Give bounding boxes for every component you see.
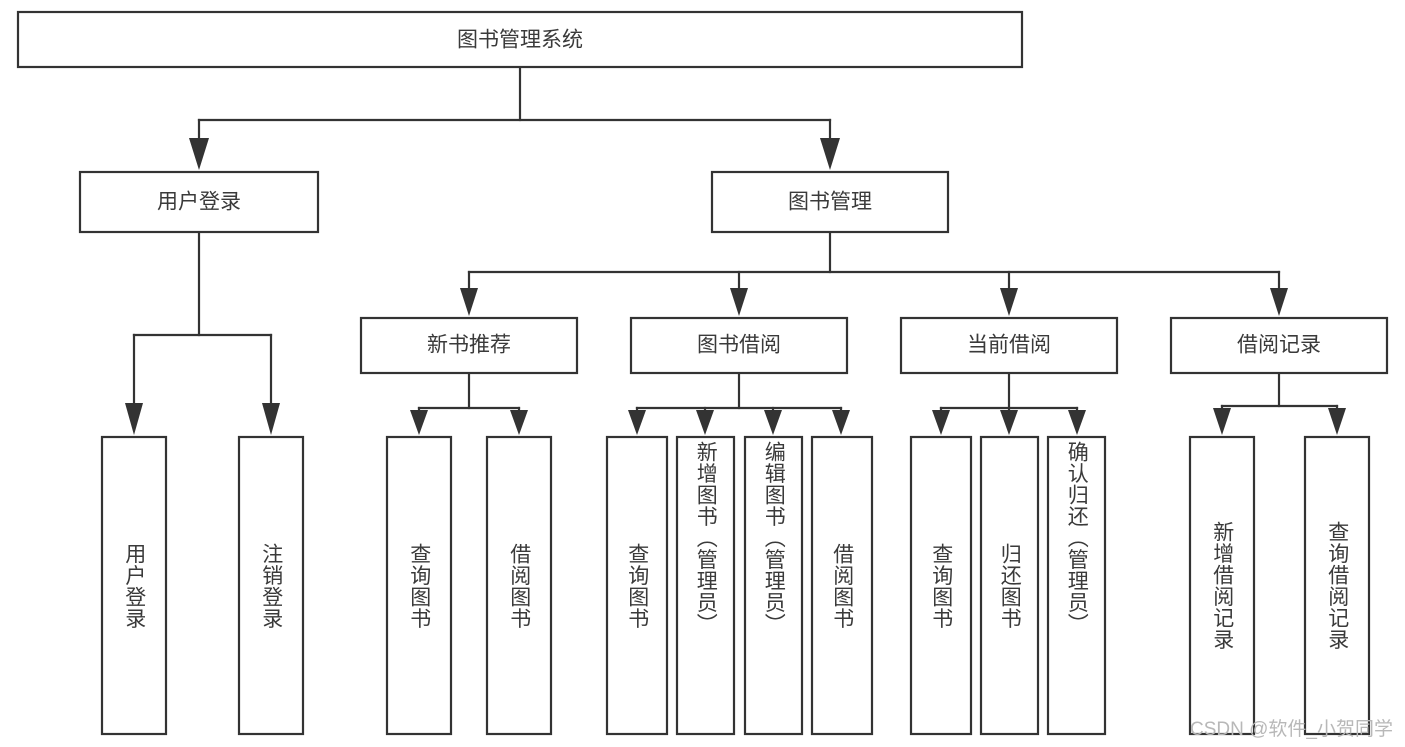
node-book-borrow[interactable]: 图书借阅 <box>629 316 849 375</box>
node-current-borrow[interactable]: 当前借阅 <box>899 316 1119 375</box>
arrow-head-leaf-return-book <box>1000 410 1018 435</box>
node-user-login-box[interactable] <box>78 170 320 234</box>
node-new-book-recommend[interactable]: 新书推荐 <box>359 316 579 375</box>
leaf-query-book-1-box[interactable] <box>385 435 453 736</box>
node-book-manage-label: 图书管理 <box>788 191 872 214</box>
node-book-borrow-box[interactable] <box>629 316 849 375</box>
arrow-head-leaf-edit-book <box>764 410 782 435</box>
leaf-confirm-return-box[interactable] <box>1046 435 1107 736</box>
leaf-borrow-book-1-box[interactable] <box>485 435 553 736</box>
leaf-add-record-box[interactable] <box>1188 435 1256 736</box>
leaf-query-book-3-box[interactable] <box>909 435 973 736</box>
node-root-box[interactable] <box>16 10 1024 69</box>
leaf-edit-book-box[interactable] <box>743 435 804 736</box>
node-new-book-recommend-box[interactable] <box>359 316 579 375</box>
node-root[interactable]: 图书管理系统 <box>16 10 1024 69</box>
arrow-head-leaf-add-book <box>696 410 714 435</box>
arrow-head-current-borrow <box>1000 288 1018 316</box>
leaf-query-book-2-box[interactable] <box>605 435 669 736</box>
arrow-head-book-manage <box>820 138 840 170</box>
connectors-borrow-record-to-leaves <box>1213 371 1346 435</box>
connectors-root-to-level1 <box>189 65 840 170</box>
connectors-book-manage-to-level2 <box>460 230 1288 316</box>
arrow-head-leaf-query-record <box>1328 408 1346 435</box>
arrow-head-leaf-query-book-1 <box>410 410 428 435</box>
leaf-borrow-book-2-box[interactable] <box>810 435 874 736</box>
node-current-borrow-label: 当前借阅 <box>967 334 1051 357</box>
node-book-manage[interactable]: 图书管理 <box>710 170 950 234</box>
arrow-head-leaf-user-login <box>125 403 143 435</box>
node-borrow-record-box[interactable] <box>1169 316 1389 375</box>
arrow-head-leaf-confirm-return <box>1068 410 1086 435</box>
arrow-head-user-login <box>189 138 209 170</box>
arrow-head-leaf-logout-login <box>262 403 280 435</box>
node-borrow-record[interactable]: 借阅记录 <box>1169 316 1389 375</box>
connectors-current-borrow-to-leaves <box>932 371 1086 435</box>
connectors-book-borrow-to-leaves <box>628 371 850 435</box>
arrow-head-book-borrow <box>730 288 748 316</box>
arrow-head-leaf-borrow-book-2 <box>832 410 850 435</box>
arrow-head-leaf-borrow-book-1 <box>510 410 528 435</box>
leaf-query-record-box[interactable] <box>1303 435 1371 736</box>
leaf-logout-login-box[interactable] <box>237 435 305 736</box>
node-user-login-label: 用户登录 <box>157 191 241 214</box>
node-book-manage-box[interactable] <box>710 170 950 234</box>
node-book-borrow-label: 图书借阅 <box>697 334 781 357</box>
arrow-head-new-book-recommend <box>460 288 478 316</box>
leaf-add-book-box[interactable] <box>675 435 736 736</box>
node-borrow-record-label: 借阅记录 <box>1237 334 1321 357</box>
connectors-new-book-recommend-to-leaves <box>410 371 528 435</box>
arrow-head-leaf-query-book-3 <box>932 410 950 435</box>
node-user-login[interactable]: 用户登录 <box>78 170 320 234</box>
leaf-return-book-box[interactable] <box>979 435 1040 736</box>
arrow-head-leaf-query-book-2 <box>628 410 646 435</box>
leaf-boxes <box>100 435 1371 736</box>
node-root-label: 图书管理系统 <box>457 29 583 52</box>
arrow-head-leaf-add-record <box>1213 408 1231 435</box>
connectors-user-login-to-leaves <box>125 230 280 435</box>
node-current-borrow-box[interactable] <box>899 316 1119 375</box>
arrow-head-borrow-record <box>1270 288 1288 316</box>
node-new-book-recommend-label: 新书推荐 <box>427 334 511 357</box>
leaf-user-login-box[interactable] <box>100 435 168 736</box>
